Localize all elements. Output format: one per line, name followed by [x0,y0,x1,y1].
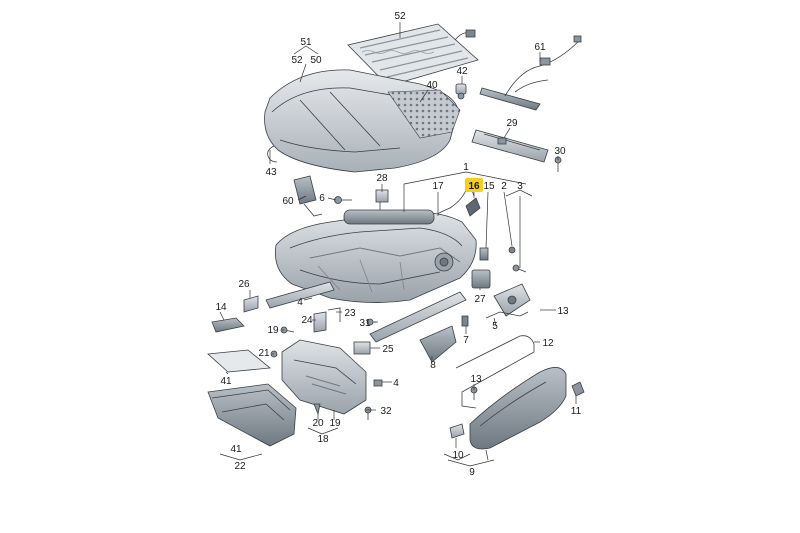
label-60[interactable]: 60 [282,196,294,207]
label-43[interactable]: 43 [265,167,277,178]
label-20[interactable]: 20 [312,418,324,429]
bracket-23-part [327,307,341,322]
label-18[interactable]: 18 [317,434,329,445]
label-6[interactable]: 6 [319,193,325,204]
label-23[interactable]: 23 [344,308,356,319]
label-11[interactable]: 11 [571,406,582,417]
label-10[interactable]: 10 [452,450,464,461]
right-rail-part [369,291,467,343]
bracket-24-part [313,311,327,333]
label-51[interactable]: 51 [300,37,312,48]
wire-frame-12-part [455,335,535,409]
label-52-top[interactable]: 52 [394,11,406,22]
tray-18-part [281,339,367,415]
belt-buckle-part [293,175,323,217]
label-40[interactable]: 40 [426,80,438,91]
clip-15-part [479,247,489,261]
bracket-28-part [375,189,389,210]
side-panel-9-part [469,367,567,450]
label-24[interactable]: 24 [301,315,313,326]
bolt-7-part [461,315,469,327]
label-25[interactable]: 25 [382,344,394,355]
clip-42-part [455,83,467,100]
label-7[interactable]: 7 [463,335,469,346]
label-31[interactable]: 31 [359,318,371,329]
sensor-16-part [465,189,481,217]
part-labels: 52 51 52 50 40 42 61 29 30 43 60 6 28 1 … [215,11,581,478]
label-13-low[interactable]: 13 [470,374,482,385]
clip-4-low-part [373,379,383,387]
bolt-6-part [334,196,352,204]
label-28[interactable]: 28 [376,173,388,184]
slide-rail-29-part [471,129,549,163]
handle-14-part [211,317,245,333]
label-5[interactable]: 5 [492,321,498,332]
label-8[interactable]: 8 [430,360,436,371]
label-19-left[interactable]: 19 [267,325,279,336]
label-26[interactable]: 26 [238,279,250,290]
recliner-5-part [485,283,531,319]
left-rail-part [265,281,335,309]
label-4-top[interactable]: 4 [297,297,303,308]
label-61[interactable]: 61 [534,42,546,53]
label-14[interactable]: 14 [215,302,227,313]
label-4-low[interactable]: 4 [393,378,399,389]
mechanism-27-part [471,269,491,289]
label-1[interactable]: 1 [463,162,469,173]
seat-cushion-part [264,69,461,173]
drawer-22-part [207,383,297,447]
label-50[interactable]: 50 [310,55,322,66]
cable-harness-part [479,35,582,111]
label-42[interactable]: 42 [456,66,468,77]
screw-3-part [512,264,527,273]
seat-frame-part [274,209,477,303]
label-41-bottom[interactable]: 41 [230,444,242,455]
clip-43-part [267,145,278,163]
label-52-sub[interactable]: 52 [291,55,303,66]
heating-mat-part [347,23,479,87]
label-22[interactable]: 22 [234,461,246,472]
clip-10-part [449,423,465,439]
label-29[interactable]: 29 [506,118,518,129]
label-15[interactable]: 15 [483,181,495,192]
pin-2-part [508,246,516,254]
label-16[interactable]: 16 [468,181,480,192]
label-32[interactable]: 32 [380,406,392,417]
label-21[interactable]: 21 [258,348,270,359]
leader-lines [219,22,577,467]
bracket-26-part [243,295,259,313]
pad-41-part [207,349,272,373]
clip-20-part [313,403,321,416]
label-19-low[interactable]: 19 [329,418,341,429]
label-27[interactable]: 27 [474,294,486,305]
cover-8-part [419,325,457,363]
label-41-mid[interactable]: 41 [220,376,232,387]
screw-32-part [364,406,372,420]
label-9[interactable]: 9 [469,467,475,478]
label-2[interactable]: 2 [501,181,507,192]
label-12[interactable]: 12 [542,338,554,349]
bracket-25-part [353,341,371,355]
label-13-right[interactable]: 13 [557,306,569,317]
label-17[interactable]: 17 [432,181,444,192]
clip-11-part [571,381,585,397]
label-30[interactable]: 30 [554,146,566,157]
highlight-16-box [465,178,483,192]
label-3[interactable]: 3 [517,181,523,192]
